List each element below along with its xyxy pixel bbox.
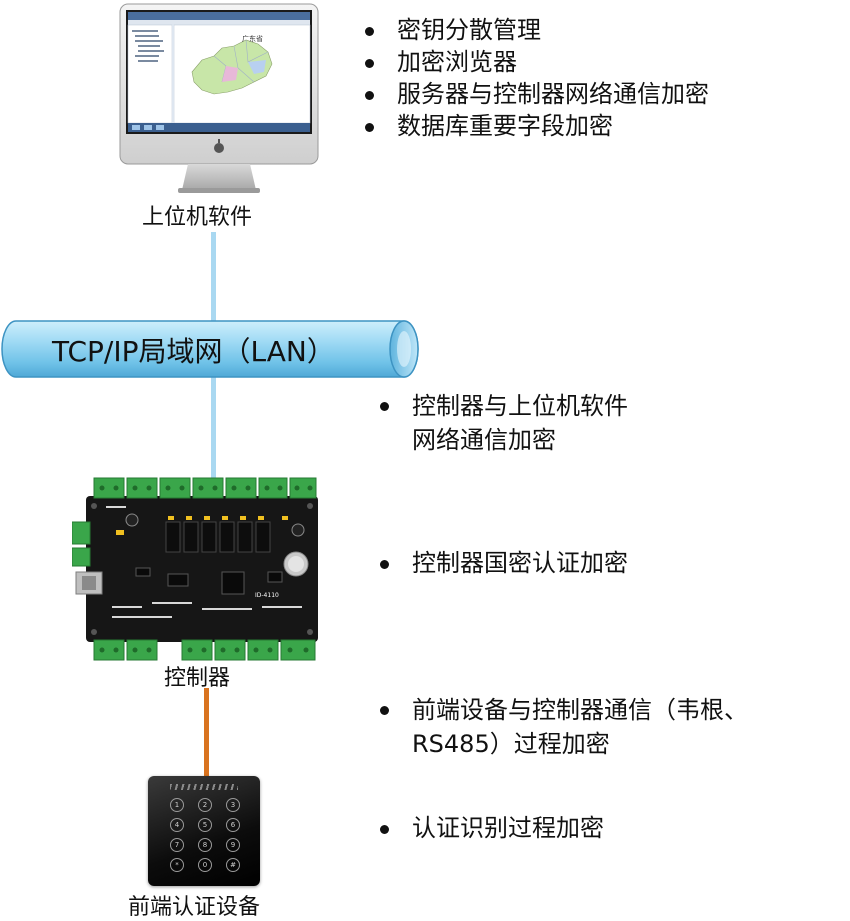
keypad-key[interactable]: 7: [170, 838, 184, 852]
keypad-key[interactable]: 1: [170, 798, 184, 812]
keypad-key[interactable]: 9: [226, 838, 240, 852]
keypad-key[interactable]: #: [226, 858, 240, 872]
controller-board-icon: ID-4110: [72, 477, 318, 661]
keypad-key[interactable]: 5: [198, 818, 212, 832]
controller-auth-features: 控制器国密认证加密: [374, 547, 628, 579]
monitor-icon: 广东省: [119, 3, 319, 193]
reader-grille: [170, 784, 238, 790]
controller-network-features: 控制器与上位机软件 网络通信加密: [374, 389, 628, 457]
feature-item: 控制器国密认证加密: [374, 547, 628, 579]
frontend-comm-features: 前端设备与控制器通信（韦根、 RS485）过程加密: [374, 693, 748, 761]
lan-link-bottom: [211, 376, 216, 480]
frontend-auth-features: 认证识别过程加密: [374, 812, 604, 844]
feature-line: 前端设备与控制器通信（韦根、: [412, 696, 748, 724]
feature-line: RS485）过程加密: [412, 730, 610, 758]
keypad-key[interactable]: 2: [198, 798, 212, 812]
serial-wire: [204, 688, 209, 780]
feature-line: 控制器与上位机软件: [412, 392, 628, 420]
feature-item: 控制器与上位机软件 网络通信加密: [374, 389, 628, 457]
feature-item: 数据库重要字段加密: [359, 110, 709, 142]
feature-item: 密钥分散管理: [359, 14, 709, 46]
board-id-label: ID-4110: [255, 592, 279, 599]
feature-item: 加密浏览器: [359, 46, 709, 78]
keypad-key[interactable]: 0: [198, 858, 212, 872]
frontend-device-caption: 前端认证设备: [128, 895, 261, 920]
feature-line: 网络通信加密: [412, 426, 556, 454]
feature-item: 服务器与控制器网络通信加密: [359, 78, 709, 110]
keypad-key[interactable]: *: [170, 858, 184, 872]
upper-computer-caption: 上位机软件: [142, 205, 253, 230]
lan-link-top: [211, 232, 216, 324]
keypad-key[interactable]: 8: [198, 838, 212, 852]
lan-label: TCP/IP局域网（LAN）: [52, 335, 335, 368]
feature-item: 认证识别过程加密: [374, 812, 604, 844]
keypad-key[interactable]: 3: [226, 798, 240, 812]
upper-computer-features: 密钥分散管理 加密浏览器 服务器与控制器网络通信加密 数据库重要字段加密: [359, 14, 709, 142]
keypad-key[interactable]: 4: [170, 818, 184, 832]
screen-map-label: 广东省: [242, 34, 263, 43]
lan-pipe: [1, 320, 419, 378]
controller-caption: 控制器: [164, 666, 231, 691]
feature-item: 前端设备与控制器通信（韦根、 RS485）过程加密: [374, 693, 748, 761]
keypad-key[interactable]: 6: [226, 818, 240, 832]
